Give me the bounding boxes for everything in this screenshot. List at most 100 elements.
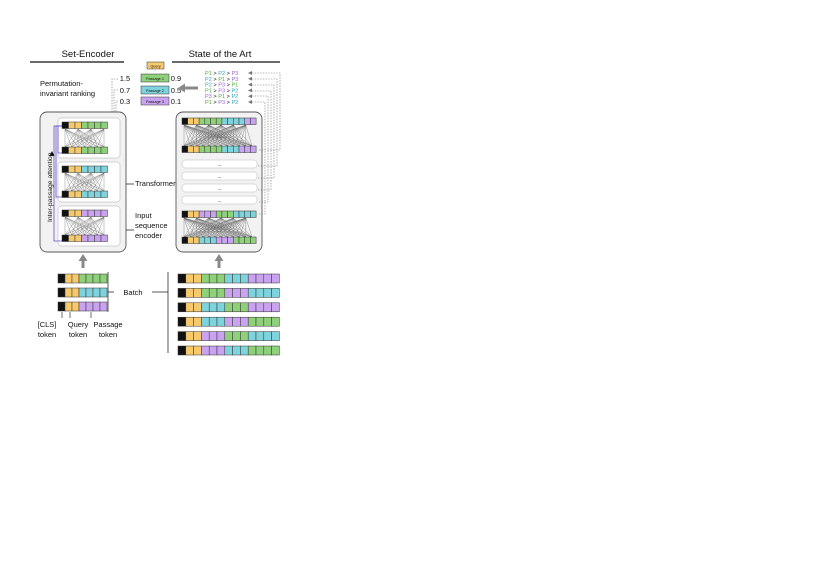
- left-transformer-groups: .........: [53, 117, 121, 247]
- token: [193, 273, 202, 284]
- attention-lines: [183, 217, 253, 238]
- attention-lines: [64, 128, 105, 148]
- token: [201, 345, 210, 356]
- input-encoder-label-3: encoder: [135, 231, 163, 240]
- token: [57, 287, 66, 298]
- token: [263, 345, 272, 356]
- ranking-row: P1 > P3 > P2: [205, 88, 238, 94]
- token: [100, 121, 108, 129]
- token: [224, 302, 233, 313]
- token: [250, 145, 257, 153]
- token: [250, 236, 257, 244]
- token: [185, 288, 194, 298]
- token: [247, 345, 257, 356]
- token: [100, 146, 108, 154]
- token: [271, 288, 280, 298]
- token: [215, 145, 223, 153]
- token: [68, 209, 76, 217]
- token: [208, 345, 218, 356]
- token: [238, 210, 245, 218]
- token: [238, 145, 245, 153]
- layer-ellipsis: ...: [87, 179, 90, 184]
- state-of-art-header: State of the Art: [189, 49, 252, 60]
- token: [61, 190, 69, 198]
- left-score-1: 1.5: [120, 74, 130, 83]
- ranking-arrowhead: [248, 100, 252, 104]
- token: [78, 287, 87, 298]
- input-encoder-label-1: Input: [135, 211, 153, 220]
- token: [81, 165, 89, 173]
- token: [244, 117, 251, 125]
- token: [233, 145, 240, 153]
- token: [193, 316, 202, 327]
- token: [201, 273, 210, 284]
- token: [232, 288, 241, 298]
- token: [271, 302, 280, 313]
- token: [68, 121, 76, 129]
- token: [201, 288, 210, 298]
- token: [74, 190, 82, 198]
- left-up-arrow: [78, 254, 88, 268]
- token: [61, 165, 69, 173]
- layer-ellipsis: ...: [87, 223, 90, 228]
- token: [78, 273, 87, 284]
- ranking-row: P1 > P2 > P3: [205, 71, 238, 77]
- token: [201, 316, 210, 327]
- token: [263, 273, 272, 284]
- token: [94, 165, 102, 173]
- token: [61, 234, 69, 242]
- token: [57, 273, 66, 284]
- token: [100, 190, 108, 198]
- token: [100, 234, 108, 242]
- token: [87, 234, 95, 242]
- collapsed-ellipsis: ...: [217, 174, 221, 180]
- query-token-label-1: Query: [68, 320, 89, 329]
- token: [100, 165, 108, 173]
- left-score-2: 0.7: [120, 86, 130, 95]
- token: [255, 302, 265, 313]
- collapsed-layer: [181, 159, 258, 169]
- token: [224, 331, 233, 341]
- token: [204, 145, 211, 153]
- token: [193, 345, 202, 356]
- token: [210, 145, 217, 153]
- token: [255, 331, 265, 341]
- token: [94, 209, 102, 217]
- token: [85, 287, 94, 298]
- token: [247, 288, 257, 298]
- cls-token-label-1: [CLS]: [38, 320, 57, 329]
- token: [247, 273, 257, 284]
- legend-passage-3: Passage 3: [146, 100, 164, 104]
- transformer-label: Transformer: [135, 179, 176, 188]
- token: [240, 316, 249, 327]
- batch-row: [177, 331, 280, 341]
- token: [215, 117, 223, 125]
- token: [187, 145, 194, 153]
- token: [81, 209, 89, 217]
- token: [216, 316, 226, 327]
- token: [99, 273, 108, 284]
- token: [193, 288, 202, 298]
- attention-lines: [183, 124, 253, 147]
- token: [255, 345, 265, 356]
- legend: Query Passage 1 Passage 2 Passage 3 1.5 …: [120, 61, 181, 106]
- token: [74, 234, 82, 242]
- token: [247, 302, 257, 313]
- token: [271, 273, 280, 284]
- token: [221, 117, 228, 125]
- token: [263, 316, 272, 327]
- token: [92, 273, 101, 284]
- batch-row: [177, 316, 280, 327]
- token: [204, 236, 211, 244]
- token: [61, 209, 69, 217]
- token: [71, 273, 80, 284]
- sota-ellipsis: ...: [217, 134, 221, 140]
- token: [94, 146, 102, 154]
- token: [210, 210, 217, 218]
- token: [227, 117, 234, 125]
- token: [99, 287, 108, 298]
- token: [87, 146, 95, 154]
- right-score-2: 0.5: [171, 86, 181, 95]
- token: [271, 345, 280, 356]
- token: [216, 288, 226, 298]
